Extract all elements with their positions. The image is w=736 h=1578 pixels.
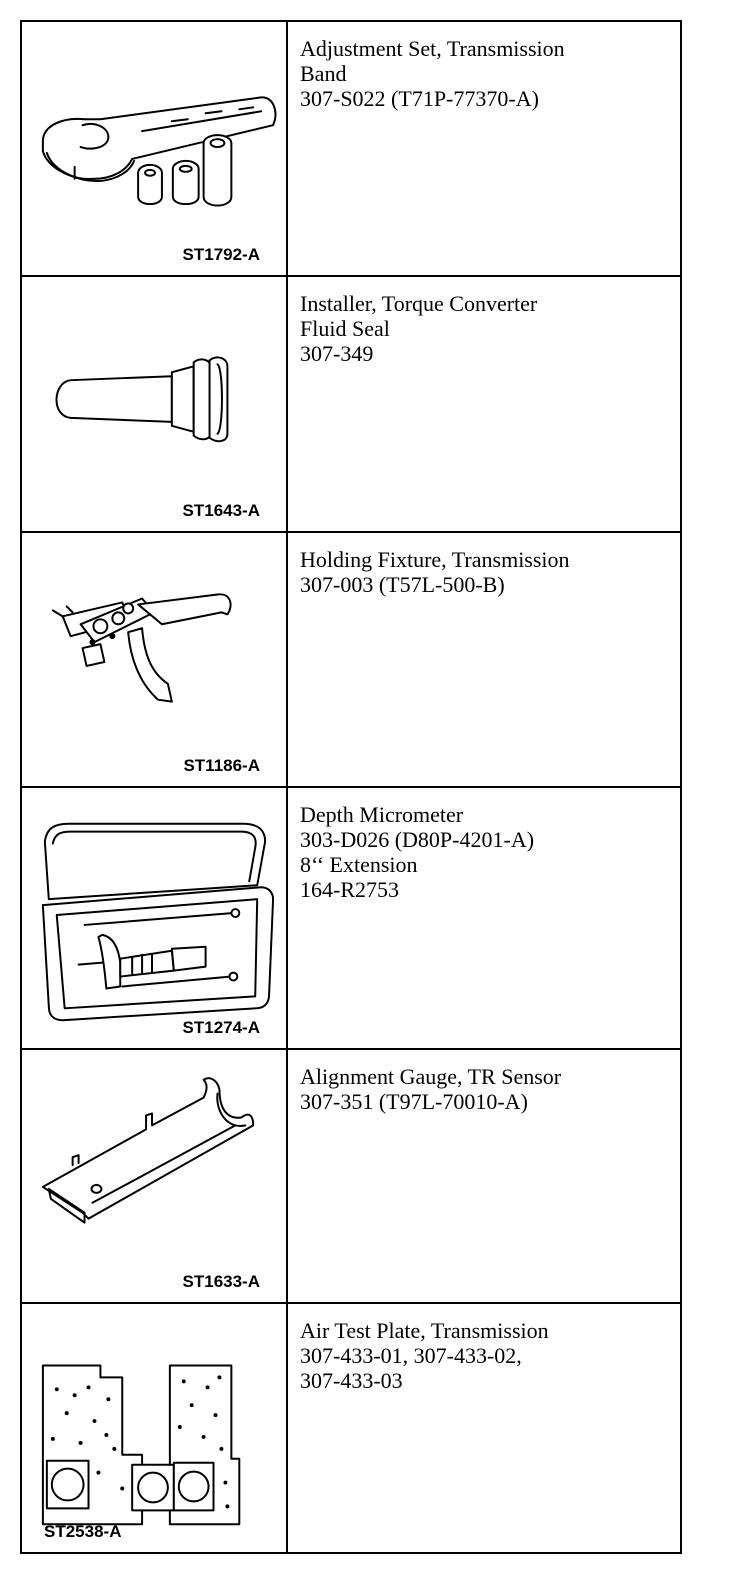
tool-description-cell: Holding Fixture, Transmission 307-003 (T… — [286, 531, 682, 788]
tool-description-cell: Alignment Gauge, TR Sensor 307-351 (T97L… — [286, 1048, 682, 1304]
image-code-label: ST1643-A — [182, 501, 260, 520]
tool-number-line: 307-433-01, 307-433-02, — [300, 1343, 522, 1368]
extension-name-line: 8‘‘ Extension — [300, 852, 418, 877]
table-row: ST1186-A Holding Fixture, Transmission 3… — [20, 531, 682, 788]
tool-image-cell: ST1274-A — [20, 786, 288, 1050]
air-test-plate-icon — [41, 1364, 241, 1526]
tool-number-line: 303-D026 (D80P-4201-A) — [300, 827, 535, 852]
tool-number-line: 307-003 (T57L-500-B) — [300, 572, 505, 597]
table-row: ST1643-A Installer, Torque Converter Flu… — [20, 275, 682, 533]
tool-name-line: Holding Fixture, Transmission — [300, 547, 570, 572]
image-code-label: ST1274-A — [182, 1018, 260, 1037]
image-code-label: ST1633-A — [182, 1272, 260, 1291]
tool-name-line: Band — [300, 61, 347, 86]
tool-image-cell: ST1633-A — [20, 1048, 288, 1304]
tool-name-line: Adjustment Set, Transmission — [300, 36, 565, 61]
tool-name-line: Air Test Plate, Transmission — [300, 1318, 549, 1343]
tool-number-line: 307-349 — [300, 341, 374, 366]
tool-number-line: 307-351 (T97L-70010-A) — [300, 1089, 528, 1114]
image-code-label: ST1792-A — [182, 245, 260, 264]
tool-description-cell: Air Test Plate, Transmission 307-433-01,… — [286, 1302, 682, 1554]
seal-installer-icon — [55, 356, 229, 443]
table-row: ST1633-A Alignment Gauge, TR Sensor 307-… — [20, 1048, 682, 1304]
tool-number-line: 307-433-03 — [300, 1368, 403, 1393]
tool-number-line: 307-S022 (T71P-77370-A) — [300, 86, 539, 111]
holding-fixture-icon — [51, 593, 232, 703]
image-code-label: ST1186-A — [183, 756, 260, 775]
depth-micrometer-case-icon — [41, 822, 275, 1022]
tool-image-cell: ST2538-A — [20, 1302, 288, 1554]
tool-name-line: Depth Micrometer — [300, 802, 464, 827]
table-row: ST1792-A Adjustment Set, Transmission Ba… — [20, 20, 682, 277]
extension-number-line: 164-R2753 — [300, 877, 399, 902]
tool-name-line: Fluid Seal — [300, 316, 390, 341]
special-tools-table: ST1792-A Adjustment Set, Transmission Ba… — [20, 20, 682, 1554]
tool-description-cell: Depth Micrometer 303-D026 (D80P-4201-A) … — [286, 786, 682, 1050]
tool-image-cell: ST1643-A — [20, 275, 288, 533]
table-row: ST2538-A Air Test Plate, Transmission 30… — [20, 1302, 682, 1554]
band-adjustment-tool-icon — [41, 96, 277, 207]
tool-name-line: Alignment Gauge, TR Sensor — [300, 1064, 562, 1089]
image-code-label: ST2538-A — [44, 1522, 122, 1541]
tool-image-cell: ST1186-A — [20, 531, 288, 788]
table-row: ST1274-A Depth Micrometer 303-D026 (D80P… — [20, 786, 682, 1050]
alignment-gauge-icon — [41, 1077, 255, 1224]
tool-name-line: Installer, Torque Converter — [300, 291, 538, 316]
tool-description-cell: Adjustment Set, Transmission Band 307-S0… — [286, 20, 682, 277]
tool-description-cell: Installer, Torque Converter Fluid Seal 3… — [286, 275, 682, 533]
tool-image-cell: ST1792-A — [20, 20, 288, 277]
